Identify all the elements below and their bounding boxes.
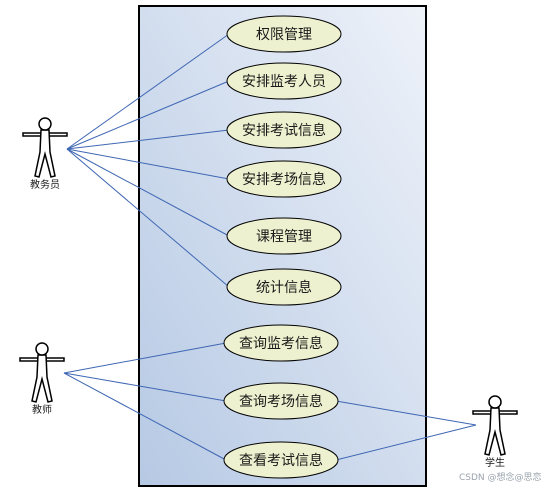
actor-body xyxy=(484,407,506,456)
association-registrar-uc2 xyxy=(66,80,230,150)
actor-body xyxy=(34,129,56,178)
actor-student xyxy=(472,395,518,456)
watermark: CSDN @想念@思恋 xyxy=(459,471,542,483)
association-teacher-uc8 xyxy=(63,372,227,402)
use-case-uc8: 查询考场信息 xyxy=(223,382,339,420)
association-registrar-uc6 xyxy=(66,148,230,288)
use-case-label: 查询考场信息 xyxy=(239,393,323,410)
use-case-label: 安排考试信息 xyxy=(242,122,326,139)
use-case-uc5: 课程管理 xyxy=(226,217,342,255)
association-lines xyxy=(63,33,477,461)
association-student-uc8 xyxy=(335,400,477,426)
use-case-uc9: 查看考试信息 xyxy=(223,441,339,479)
use-case-uc1: 权限管理 xyxy=(226,15,342,53)
use-case-label: 权限管理 xyxy=(256,27,312,43)
use-case-ellipse xyxy=(226,15,342,53)
actor-label-teacher: 教师 xyxy=(32,403,52,416)
association-student-uc9 xyxy=(335,424,477,461)
association-registrar-uc5 xyxy=(66,148,230,237)
use-case-uc6: 统计信息 xyxy=(226,268,342,306)
association-registrar-uc3 xyxy=(66,129,230,150)
actor-body xyxy=(31,354,53,403)
use-cases: 权限管理安排监考人员安排考试信息安排考场信息课程管理统计信息查询监考信息查询考场… xyxy=(223,15,342,479)
use-case-label: 查看考试信息 xyxy=(239,452,323,469)
actor-head xyxy=(38,117,52,131)
actor-label-student: 学生 xyxy=(485,456,505,469)
association-teacher-uc9 xyxy=(63,372,227,461)
use-case-ellipse xyxy=(226,217,342,255)
association-registrar-uc4 xyxy=(66,148,230,180)
use-case-ellipse xyxy=(226,268,342,306)
use-case-label: 课程管理 xyxy=(256,229,312,245)
use-case-ellipse xyxy=(223,324,339,362)
use-case-ellipse xyxy=(223,441,339,479)
use-case-uc4: 安排考场信息 xyxy=(226,160,342,198)
actor-registrar xyxy=(22,117,68,178)
use-case-ellipse xyxy=(226,62,342,100)
actor-label-registrar: 教务员 xyxy=(30,178,60,191)
use-case-label: 统计信息 xyxy=(256,279,312,296)
association-teacher-uc7 xyxy=(63,342,227,374)
use-case-uc2: 安排监考人员 xyxy=(226,62,342,100)
use-case-uc3: 安排考试信息 xyxy=(226,111,342,149)
use-case-ellipse xyxy=(226,160,342,198)
use-case-ellipse xyxy=(223,382,339,420)
association-registrar-uc1 xyxy=(66,33,230,150)
use-case-label: 安排监考人员 xyxy=(242,74,326,90)
use-case-label: 安排考场信息 xyxy=(242,171,326,188)
actor-head xyxy=(35,342,49,356)
actor-head xyxy=(488,395,502,409)
use-case-ellipse xyxy=(226,111,342,149)
actor-teacher xyxy=(19,342,65,403)
use-case-uc7: 查询监考信息 xyxy=(223,324,339,362)
use-case-label: 查询监考信息 xyxy=(239,335,323,352)
